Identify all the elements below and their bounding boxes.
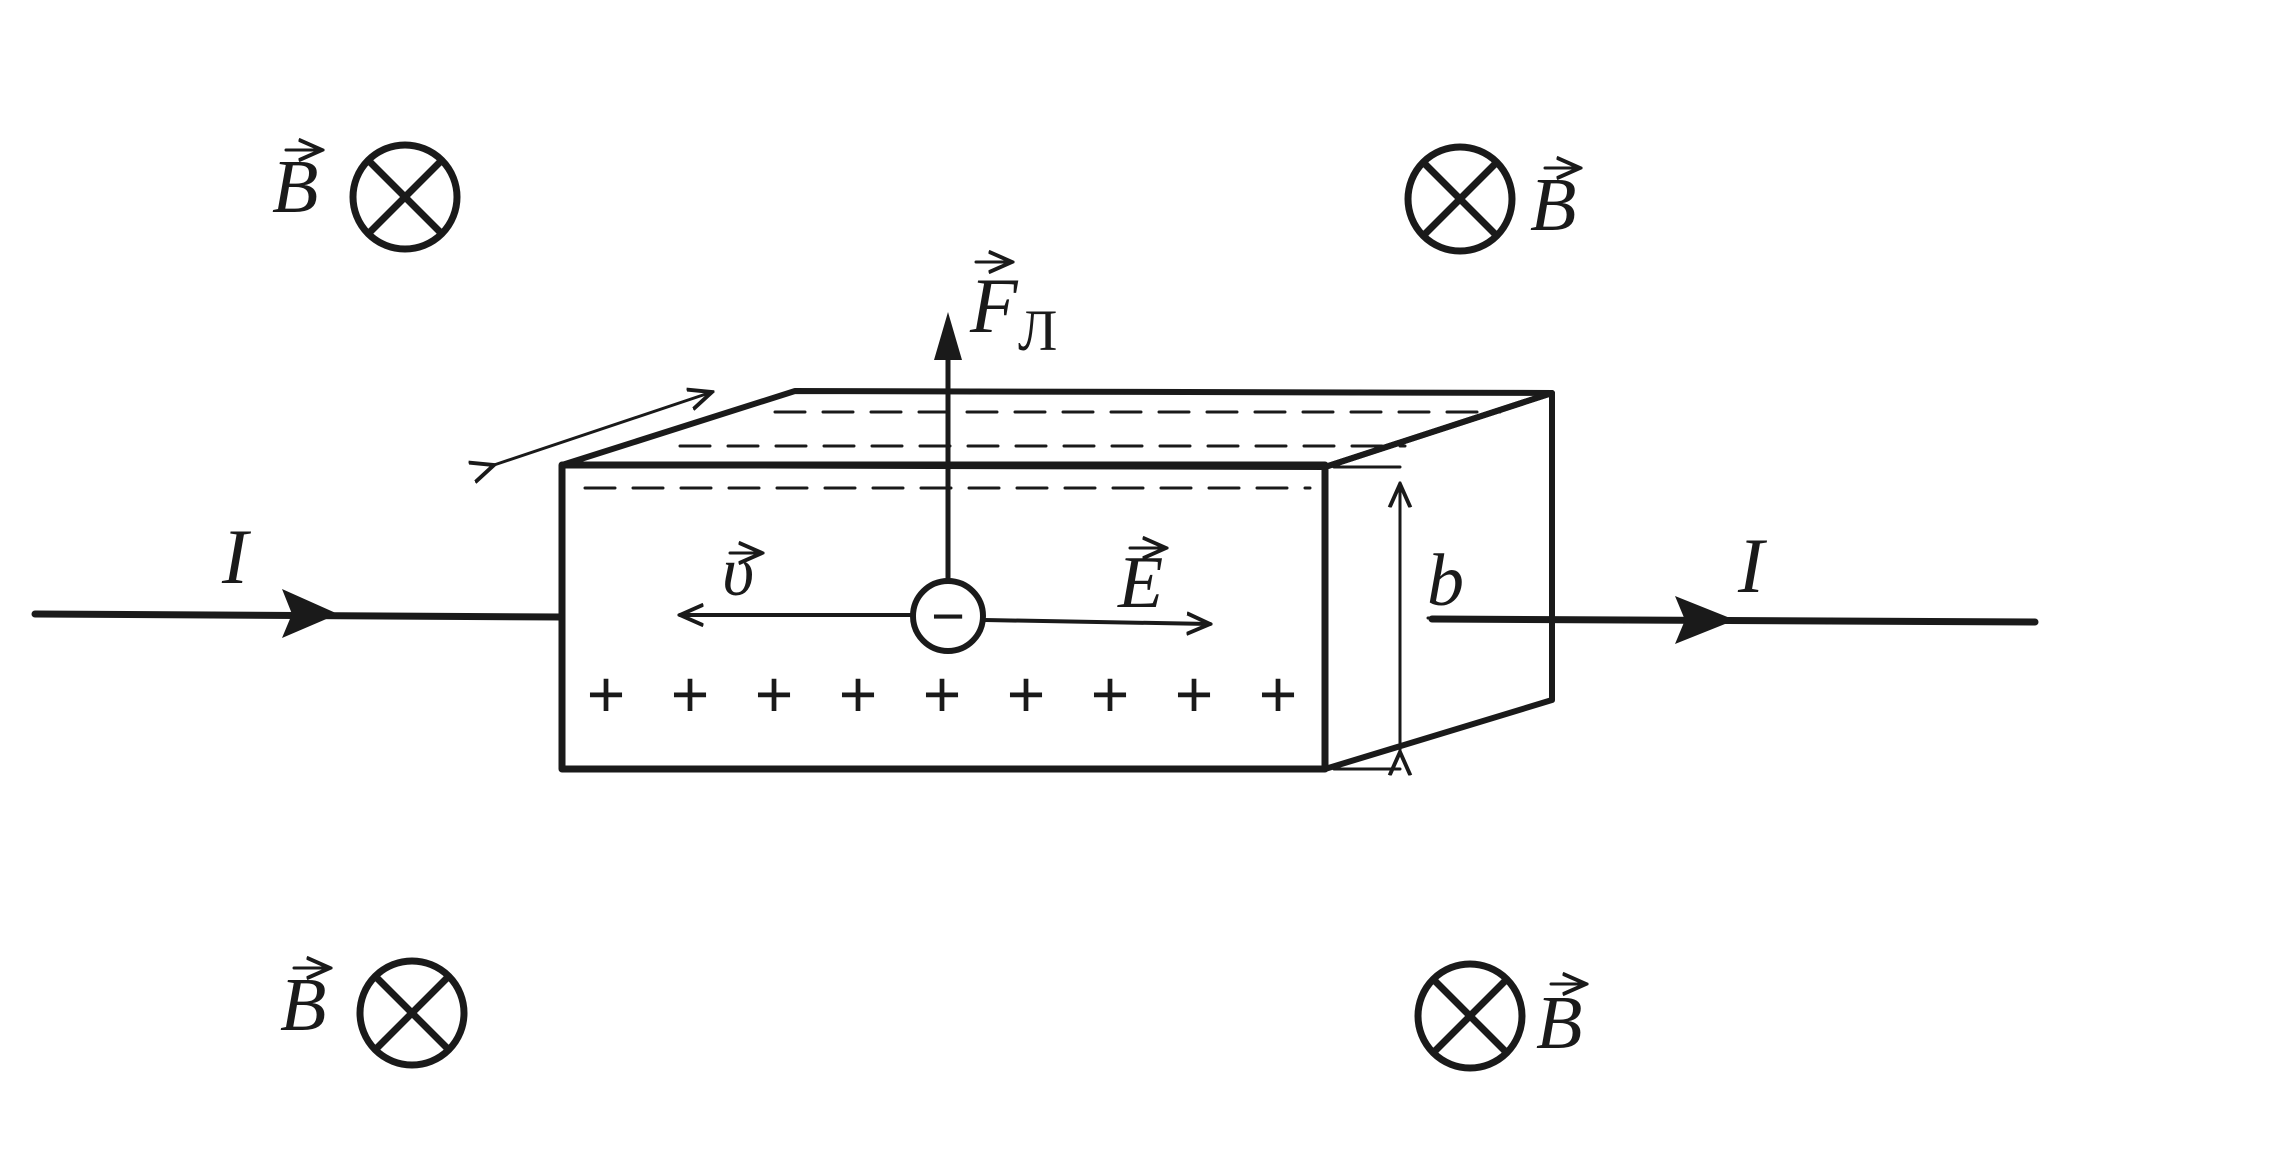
- positive-charge-sign: +: [1007, 657, 1046, 731]
- positive-charge-sign: +: [755, 657, 794, 731]
- circled-cross-icon: [349, 141, 461, 253]
- force-arrowhead: [934, 312, 962, 360]
- current-direction-arrow: [1675, 596, 1735, 644]
- width-dimension-arrow: [494, 392, 712, 465]
- circled-cross-icon: [1414, 960, 1526, 1072]
- circled-cross-icon: [1404, 143, 1516, 255]
- negative-charge-layer: [583, 410, 1502, 490]
- field-marker-bottom-right: B: [1414, 960, 1586, 1072]
- current-wire-left: I: [31, 513, 566, 638]
- electron-circle: [910, 578, 986, 654]
- field-marker-top-right: B: [1404, 143, 1580, 255]
- field-label: B: [272, 145, 318, 229]
- height-dimension-arrow: [1332, 465, 1400, 769]
- positive-charge-sign: +: [1259, 657, 1298, 731]
- current-wire-right: I: [1428, 522, 2039, 644]
- current-direction-arrow: [282, 589, 338, 638]
- electric-field-label: E: [1117, 542, 1163, 624]
- block-top-face: [559, 388, 1555, 470]
- field-label: B: [280, 963, 326, 1047]
- positive-charge-sign: +: [839, 657, 878, 731]
- positive-charge-sign: +: [923, 657, 962, 731]
- electric-field-arrow: [983, 620, 1210, 624]
- field-label: B: [1530, 163, 1576, 247]
- block-front-face: [558, 461, 1329, 773]
- positive-charge-sign: +: [587, 657, 626, 731]
- current-label: I: [221, 513, 252, 600]
- positive-charge-layer: + + + + + + + + +: [587, 657, 1298, 731]
- electron-group: F Л υ E −: [680, 262, 1210, 654]
- positive-charge-sign: +: [1175, 657, 1214, 731]
- conductor-block: + + + + + + + + + b: [494, 388, 1555, 773]
- circled-cross-icon: [356, 957, 468, 1069]
- current-label: I: [1737, 522, 1768, 609]
- force-label: F: [969, 262, 1019, 349]
- height-label: b: [1427, 540, 1464, 622]
- force-subscript: Л: [1018, 298, 1057, 363]
- field-marker-bottom-left: B: [280, 957, 468, 1069]
- velocity-label: υ: [722, 534, 754, 611]
- positive-charge-sign: +: [1091, 657, 1130, 731]
- field-label: B: [1536, 981, 1582, 1065]
- field-marker-top-left: B: [272, 141, 461, 253]
- electron-sign: −: [931, 584, 965, 649]
- positive-charge-sign: +: [671, 657, 710, 731]
